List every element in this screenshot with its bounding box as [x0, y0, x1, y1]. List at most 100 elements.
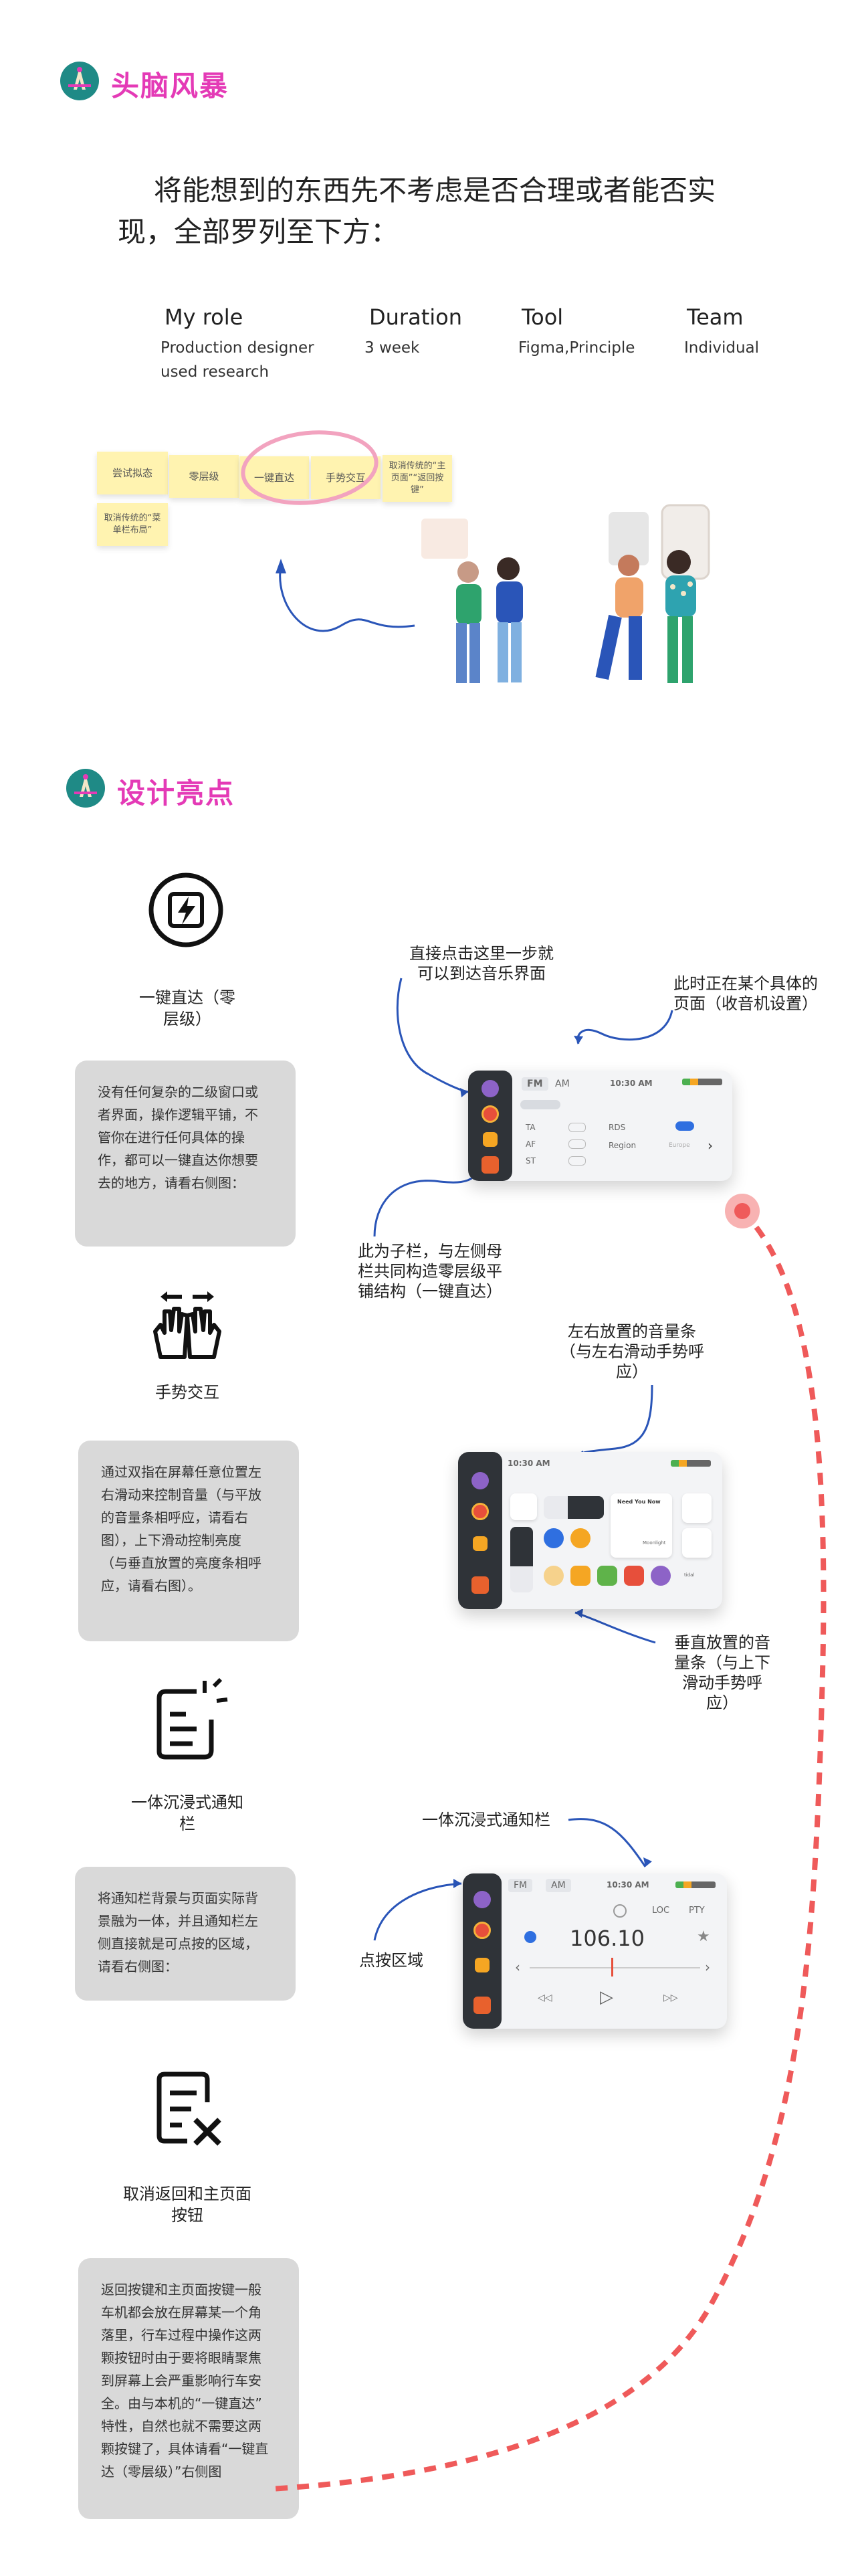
- meta-value-team: Individual: [684, 339, 760, 357]
- annotation-horizontal-volume: 左右放置的音量条（与左右滑动手势呼应）: [560, 1322, 704, 1381]
- subbar-icons[interactable]: [520, 1100, 560, 1109]
- mode-icon[interactable]: [613, 1904, 627, 1918]
- next-station-icon[interactable]: ›: [705, 1959, 710, 1975]
- dock-home-icon[interactable]: [481, 1156, 499, 1174]
- sun-app-icon[interactable]: [544, 1566, 564, 1586]
- favorite-star-icon[interactable]: ★: [697, 1928, 710, 1945]
- st-toggle[interactable]: [568, 1156, 586, 1166]
- status-time: 10:30 AM: [508, 1459, 550, 1468]
- brainstorm-title: 头脑风暴: [111, 70, 229, 102]
- highlights-logo-icon: [65, 767, 106, 809]
- meta-heading-duration: Duration: [369, 304, 462, 330]
- af-label: AF: [526, 1139, 536, 1149]
- vertical-volume-slider[interactable]: [510, 1527, 533, 1592]
- status-time: 10:30 AM: [610, 1079, 653, 1088]
- dock-phone-icon[interactable]: [471, 1472, 489, 1489]
- tuning-marker: [611, 1958, 613, 1976]
- pty-button[interactable]: PTY: [689, 1906, 705, 1916]
- sticky-note: 尝试拟态: [97, 452, 168, 494]
- brainstorm-intro-line-1: 将能想到的东西先不考虑是否合理或者能否实: [154, 174, 716, 207]
- dock-apps-icon[interactable]: [475, 1958, 490, 1972]
- ta-label: TA: [526, 1123, 536, 1132]
- rewind-icon[interactable]: ◁◁: [538, 1993, 552, 2003]
- app-label-tidal: tidal: [684, 1572, 695, 1578]
- purple-app-icon[interactable]: [651, 1566, 671, 1586]
- frequency-display: 106.10: [570, 1926, 645, 1951]
- prev-station-icon[interactable]: ‹: [515, 1959, 520, 1975]
- status-icons: [671, 1460, 711, 1467]
- red-app-icon[interactable]: [624, 1566, 644, 1586]
- feature-title: 取消返回和主页面 按钮: [123, 2185, 251, 2225]
- rds-label: RDS: [609, 1123, 626, 1132]
- annotation-music-shortcut: 直接点击这里一步就可以到达音乐界面: [409, 944, 554, 983]
- app-label-moonlight: Moonlight: [643, 1540, 666, 1546]
- dock-apps-icon[interactable]: [473, 1536, 488, 1551]
- feature-title: 手势交互: [155, 1383, 219, 1402]
- meta-heading-tool: Tool: [522, 304, 564, 330]
- ta-toggle[interactable]: [568, 1123, 586, 1132]
- tab-am[interactable]: AM: [546, 1879, 571, 1892]
- device-toggle-2[interactable]: [682, 1528, 712, 1558]
- forward-icon[interactable]: ▷▷: [663, 1993, 678, 2003]
- feature-title: 一键直达（零 层级）: [139, 988, 235, 1028]
- screen-radio-settings: FM AM 10:30 AM TA AF ST RDS Region Europ…: [468, 1071, 732, 1181]
- dock-phone-icon[interactable]: [473, 1891, 491, 1908]
- now-playing-title: Need You Now: [617, 1499, 661, 1505]
- sticky-note: 手势交互: [311, 456, 381, 499]
- feature-description-card: 通过双指在屏幕任意位置左 右滑动来控制音量（与平放 的音量条相呼应，请看右 图）…: [78, 1441, 299, 1641]
- region-chevron-icon[interactable]: ›: [708, 1137, 713, 1154]
- loc-button[interactable]: LOC: [652, 1906, 670, 1916]
- dock-home-icon[interactable]: [471, 1576, 489, 1594]
- lightning-circle-icon: [139, 863, 233, 957]
- st-label: ST: [526, 1156, 536, 1166]
- horizontal-volume-slider[interactable]: [544, 1496, 604, 1519]
- device-toggle-1[interactable]: [682, 1493, 712, 1523]
- tuning-dial[interactable]: [530, 1967, 700, 1968]
- screen-control-center: 10:30 AM Need You Now Moonlight tidal: [458, 1452, 722, 1609]
- meta-heading-team: Team: [687, 304, 744, 330]
- status-time: 10:30 AM: [607, 1880, 649, 1890]
- rds-toggle[interactable]: [675, 1121, 694, 1131]
- region-label: Region: [609, 1141, 637, 1150]
- tab-am[interactable]: AM: [555, 1079, 570, 1089]
- meta-heading-role: My role: [165, 304, 243, 330]
- now-playing-card[interactable]: [611, 1493, 672, 1558]
- dock-apps-icon[interactable]: [483, 1132, 498, 1147]
- af-toggle[interactable]: [568, 1139, 586, 1149]
- screen-fm-radio: FM AM 10:30 AM LOC PTY 106.10 ★ ‹ › ◁◁ ▷…: [463, 1873, 727, 2029]
- record-icon[interactable]: [524, 1931, 536, 1943]
- orange-app-icon[interactable]: [570, 1566, 591, 1586]
- green-app-icon[interactable]: [597, 1566, 617, 1586]
- dock-home-icon[interactable]: [473, 1997, 491, 2014]
- feature-description-card: 返回按键和主页面按键一般 车机都会放在屏幕某一个角 落里，行车过程中操作这两 颗…: [78, 2258, 299, 2519]
- dock-phone-icon[interactable]: [481, 1080, 499, 1097]
- region-value[interactable]: Europe: [669, 1142, 690, 1149]
- tab-fm[interactable]: FM: [522, 1077, 548, 1091]
- annotation-current-page: 此时正在某个具体的页面（收音机设置）: [673, 974, 818, 1013]
- meta-value-role-1: Production designer: [160, 339, 314, 357]
- sticky-note: 一键直达: [239, 456, 309, 499]
- annotation-vertical-volume: 垂直放置的音量条（与上下滑动手势呼应）: [674, 1633, 770, 1712]
- play-app-icon[interactable]: [570, 1528, 591, 1548]
- cancel-list-icon: [140, 2061, 234, 2154]
- annotation-immersive-bar: 一体沉浸式通知栏: [422, 1811, 550, 1829]
- feature-description-card: 将通知栏背景与页面实际背 景融为一体，并且通知栏左 侧直接就是可点按的区域， 请…: [75, 1867, 296, 2001]
- feature-title: 一体沉浸式通知 栏: [131, 1793, 243, 1833]
- team-illustration: [276, 504, 710, 683]
- status-icons: [682, 1079, 722, 1085]
- annotation-sub-bar: 此为子栏，与左侧母栏共同构造零层级平铺结构（一键直达）: [358, 1242, 502, 1301]
- dock-music-icon[interactable]: [473, 1922, 491, 1939]
- tab-fm[interactable]: FM: [508, 1879, 533, 1892]
- dock-music-icon[interactable]: [471, 1503, 489, 1520]
- hands-gesture-icon: [140, 1278, 234, 1372]
- highlight-circle: [241, 430, 379, 505]
- settings-app-icon[interactable]: [544, 1528, 564, 1548]
- meta-value-tool: Figma,Principle: [518, 339, 635, 357]
- sticky-note: 取消传统的“菜单栏布局”: [97, 503, 168, 546]
- equalizer-button[interactable]: [510, 1493, 537, 1520]
- highlights-title: 设计亮点: [117, 777, 235, 810]
- brainstorm-logo-icon: [59, 60, 100, 102]
- play-icon[interactable]: ▷: [600, 1987, 613, 2007]
- dock-music-icon[interactable]: [481, 1105, 499, 1123]
